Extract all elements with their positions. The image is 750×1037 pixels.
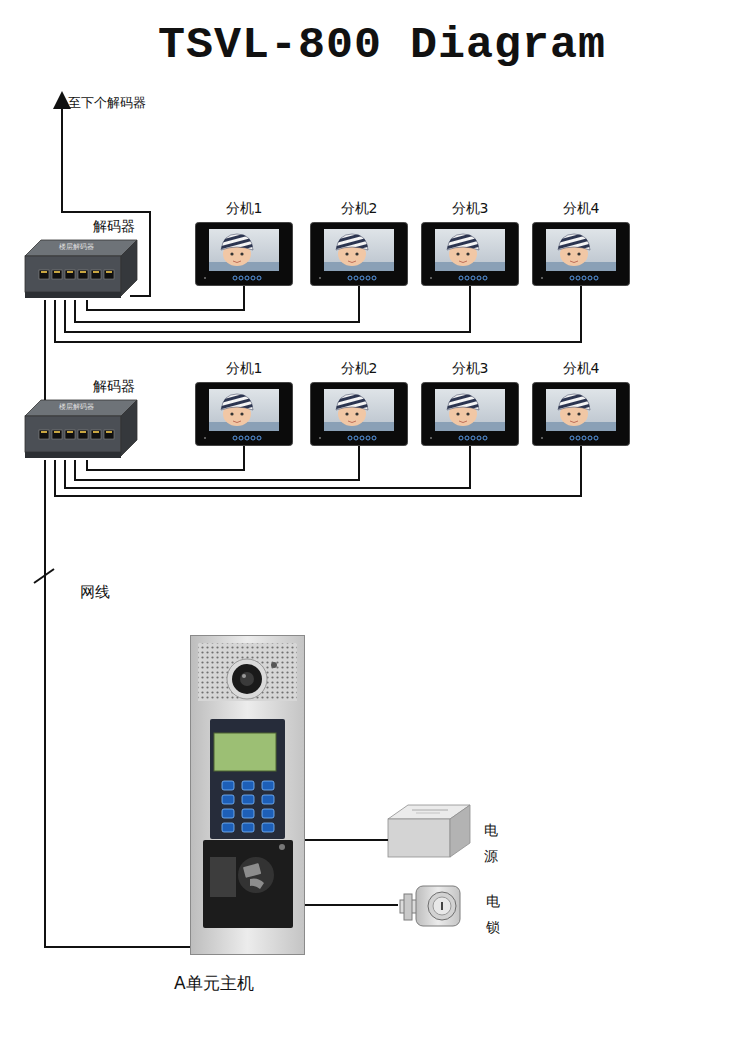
indoor-monitor: 分机4 — [532, 200, 630, 286]
power-label: 电 源 — [484, 817, 499, 869]
monitor-illustration — [195, 222, 293, 286]
cable-line — [45, 460, 190, 947]
decoder-print: 楼层解码器 — [59, 403, 94, 411]
monitor-illustration — [195, 382, 293, 446]
indoor-monitor: 分机2 — [310, 360, 408, 446]
cable-line — [305, 904, 398, 906]
decoder-print: 楼层解码器 — [59, 243, 94, 251]
monitor-label: 分机3 — [421, 200, 519, 217]
monitor-label: 分机2 — [310, 360, 408, 377]
indoor-monitor: 分机3 — [421, 360, 519, 446]
diagram-title: TSVL-800 Diagram — [158, 20, 606, 71]
cable-line — [65, 286, 470, 332]
power-illustration — [388, 805, 470, 857]
decoder-label: 解码器 — [93, 218, 135, 235]
door-station: A单元主机 — [190, 635, 305, 955]
indoor-monitor: 分机1 — [195, 200, 293, 286]
panel-illustration — [190, 635, 305, 955]
lock-illustration — [398, 880, 468, 932]
monitor-illustration — [532, 222, 630, 286]
cable-line — [65, 446, 470, 488]
monitor-illustration — [310, 382, 408, 446]
cable-line — [55, 446, 581, 496]
cable-line — [55, 286, 581, 342]
cable-line — [305, 839, 388, 841]
decoder-box: 解码器楼层解码器 — [25, 400, 140, 460]
monitor-illustration — [532, 382, 630, 446]
indoor-monitor: 分机3 — [421, 200, 519, 286]
monitor-illustration — [421, 222, 519, 286]
cable-slash — [34, 569, 54, 583]
cable-line — [44, 300, 46, 400]
door-station-label: A单元主机 — [174, 973, 254, 993]
indoor-monitor: 分机1 — [195, 360, 293, 446]
monitor-label: 分机1 — [195, 200, 293, 217]
cable-label: 网线 — [80, 583, 110, 602]
lock-label: 电 锁 — [486, 888, 501, 940]
monitor-label: 分机3 — [421, 360, 519, 377]
destination-note: 至下个解码器 — [68, 94, 146, 112]
decoder-label: 解码器 — [93, 378, 135, 395]
power-supply: 电 源 — [388, 805, 470, 857]
indoor-monitor: 分机2 — [310, 200, 408, 286]
electric-lock: 电 锁 — [398, 880, 468, 932]
indoor-monitor: 分机4 — [532, 360, 630, 446]
monitor-illustration — [421, 382, 519, 446]
decoder-box: 解码器楼层解码器 — [25, 240, 140, 300]
monitor-illustration — [310, 222, 408, 286]
monitor-label: 分机4 — [532, 200, 630, 217]
monitor-label: 分机1 — [195, 360, 293, 377]
monitor-label: 分机2 — [310, 200, 408, 217]
monitor-label: 分机4 — [532, 360, 630, 377]
